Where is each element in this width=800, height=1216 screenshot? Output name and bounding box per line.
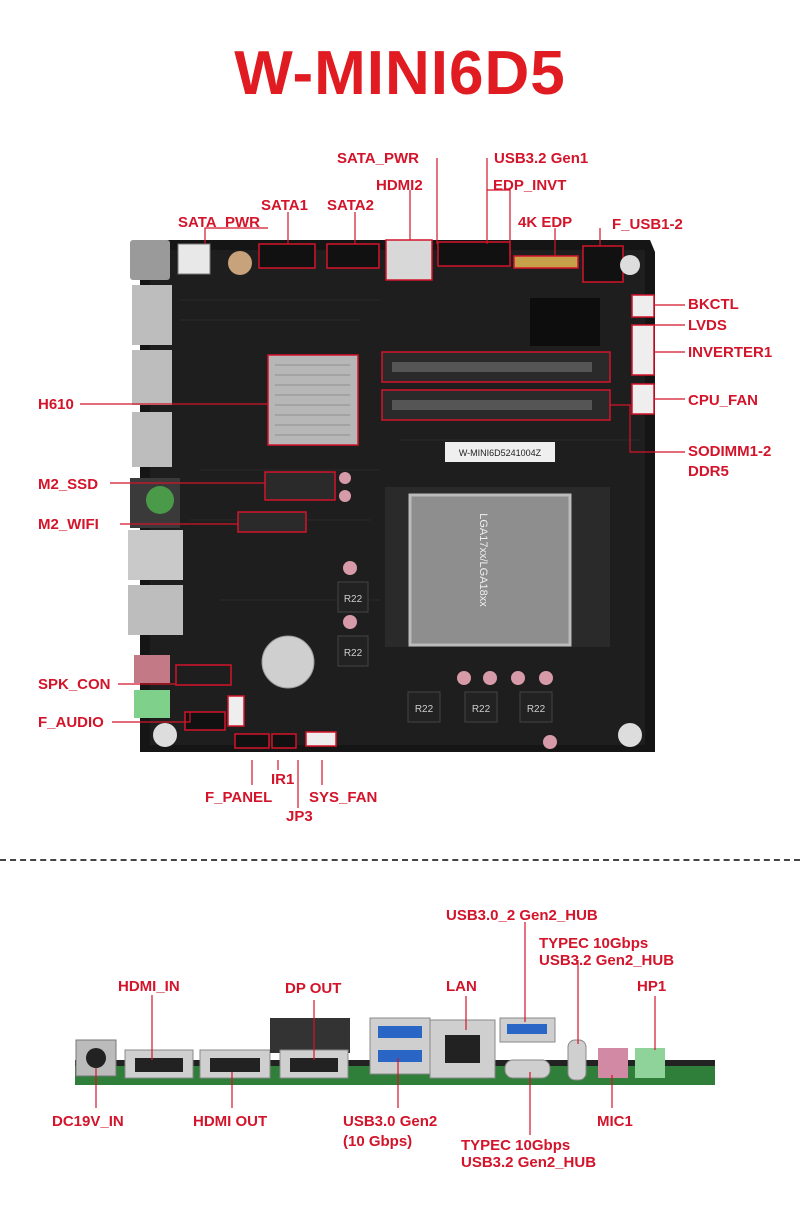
label-m2-wifi: M2_WIFI bbox=[38, 516, 99, 533]
label-h610: H610 bbox=[38, 396, 74, 413]
sodimm-sticker: W-MINI6D5241004Z bbox=[459, 448, 542, 458]
socket-label: LGA17xx/LGA18xx bbox=[477, 513, 489, 607]
dc-jack-back bbox=[130, 240, 170, 280]
label-sata1: SATA1 bbox=[261, 197, 308, 214]
svg-text:R22: R22 bbox=[472, 704, 491, 715]
label-typec-bot-1: TYPEC 10Gbps bbox=[461, 1137, 571, 1154]
label-typec-top-1: TYPEC 10Gbps bbox=[539, 935, 649, 952]
label-sys-fan: SYS_FAN bbox=[309, 789, 378, 806]
label-sata-pwr-top: SATA_PWR bbox=[337, 150, 419, 167]
label-hdmi-out: HDMI OUT bbox=[193, 1113, 268, 1130]
label-edp-invt: EDP_INVT bbox=[493, 177, 567, 194]
label-f-audio: F_AUDIO bbox=[38, 714, 104, 731]
label-sodimm: SODIMM1-2 bbox=[688, 443, 772, 460]
label-lan: LAN bbox=[446, 978, 477, 995]
label-sata-pwr-left: SATA_PWR bbox=[178, 214, 260, 231]
label-dp-out: DP OUT bbox=[285, 980, 342, 997]
label-dc19v-in: DC19V_IN bbox=[52, 1113, 124, 1130]
label-f-panel: F_PANEL bbox=[205, 789, 273, 806]
label-hdmi2: HDMI2 bbox=[376, 177, 423, 194]
label-m2-ssd: M2_SSD bbox=[38, 476, 99, 493]
label-jp3: JP3 bbox=[286, 808, 313, 825]
svg-text:R22: R22 bbox=[344, 648, 363, 659]
label-4k-edp: 4K EDP bbox=[518, 214, 573, 231]
label-inverter1: INVERTER1 bbox=[688, 344, 773, 361]
label-hdmi-in: HDMI_IN bbox=[118, 978, 180, 995]
label-sata2: SATA2 bbox=[327, 197, 374, 214]
label-typec-top-2: USB3.2 Gen2_HUB bbox=[539, 952, 675, 969]
svg-text:R22: R22 bbox=[527, 704, 546, 715]
svg-text:R22: R22 bbox=[415, 704, 434, 715]
label-spk-con: SPK_CON bbox=[38, 676, 111, 693]
label-usb30-speed: (10 Gbps) bbox=[343, 1133, 413, 1150]
label-mic1: MIC1 bbox=[597, 1113, 633, 1130]
label-usb32-gen1: USB3.2 Gen1 bbox=[494, 150, 589, 167]
label-ddr5: DDR5 bbox=[688, 463, 729, 480]
label-ir1: IR1 bbox=[271, 771, 295, 788]
label-typec-bot-2: USB3.2 Gen2_HUB bbox=[461, 1154, 597, 1171]
label-usb30-2-hub: USB3.0_2 Gen2_HUB bbox=[446, 907, 598, 924]
label-lvds: LVDS bbox=[688, 317, 727, 334]
label-f-usb: F_USB1-2 bbox=[612, 216, 683, 233]
choke-mark: R22 bbox=[344, 594, 363, 605]
label-bkctl: BKCTL bbox=[688, 296, 739, 313]
label-cpu-fan: CPU_FAN bbox=[688, 392, 759, 409]
label-usb30-gen2: USB3.0 Gen2 bbox=[343, 1113, 438, 1130]
label-hp1: HP1 bbox=[637, 978, 667, 995]
product-title: W-MINI6D5 bbox=[234, 39, 566, 108]
section-divider bbox=[0, 859, 800, 861]
